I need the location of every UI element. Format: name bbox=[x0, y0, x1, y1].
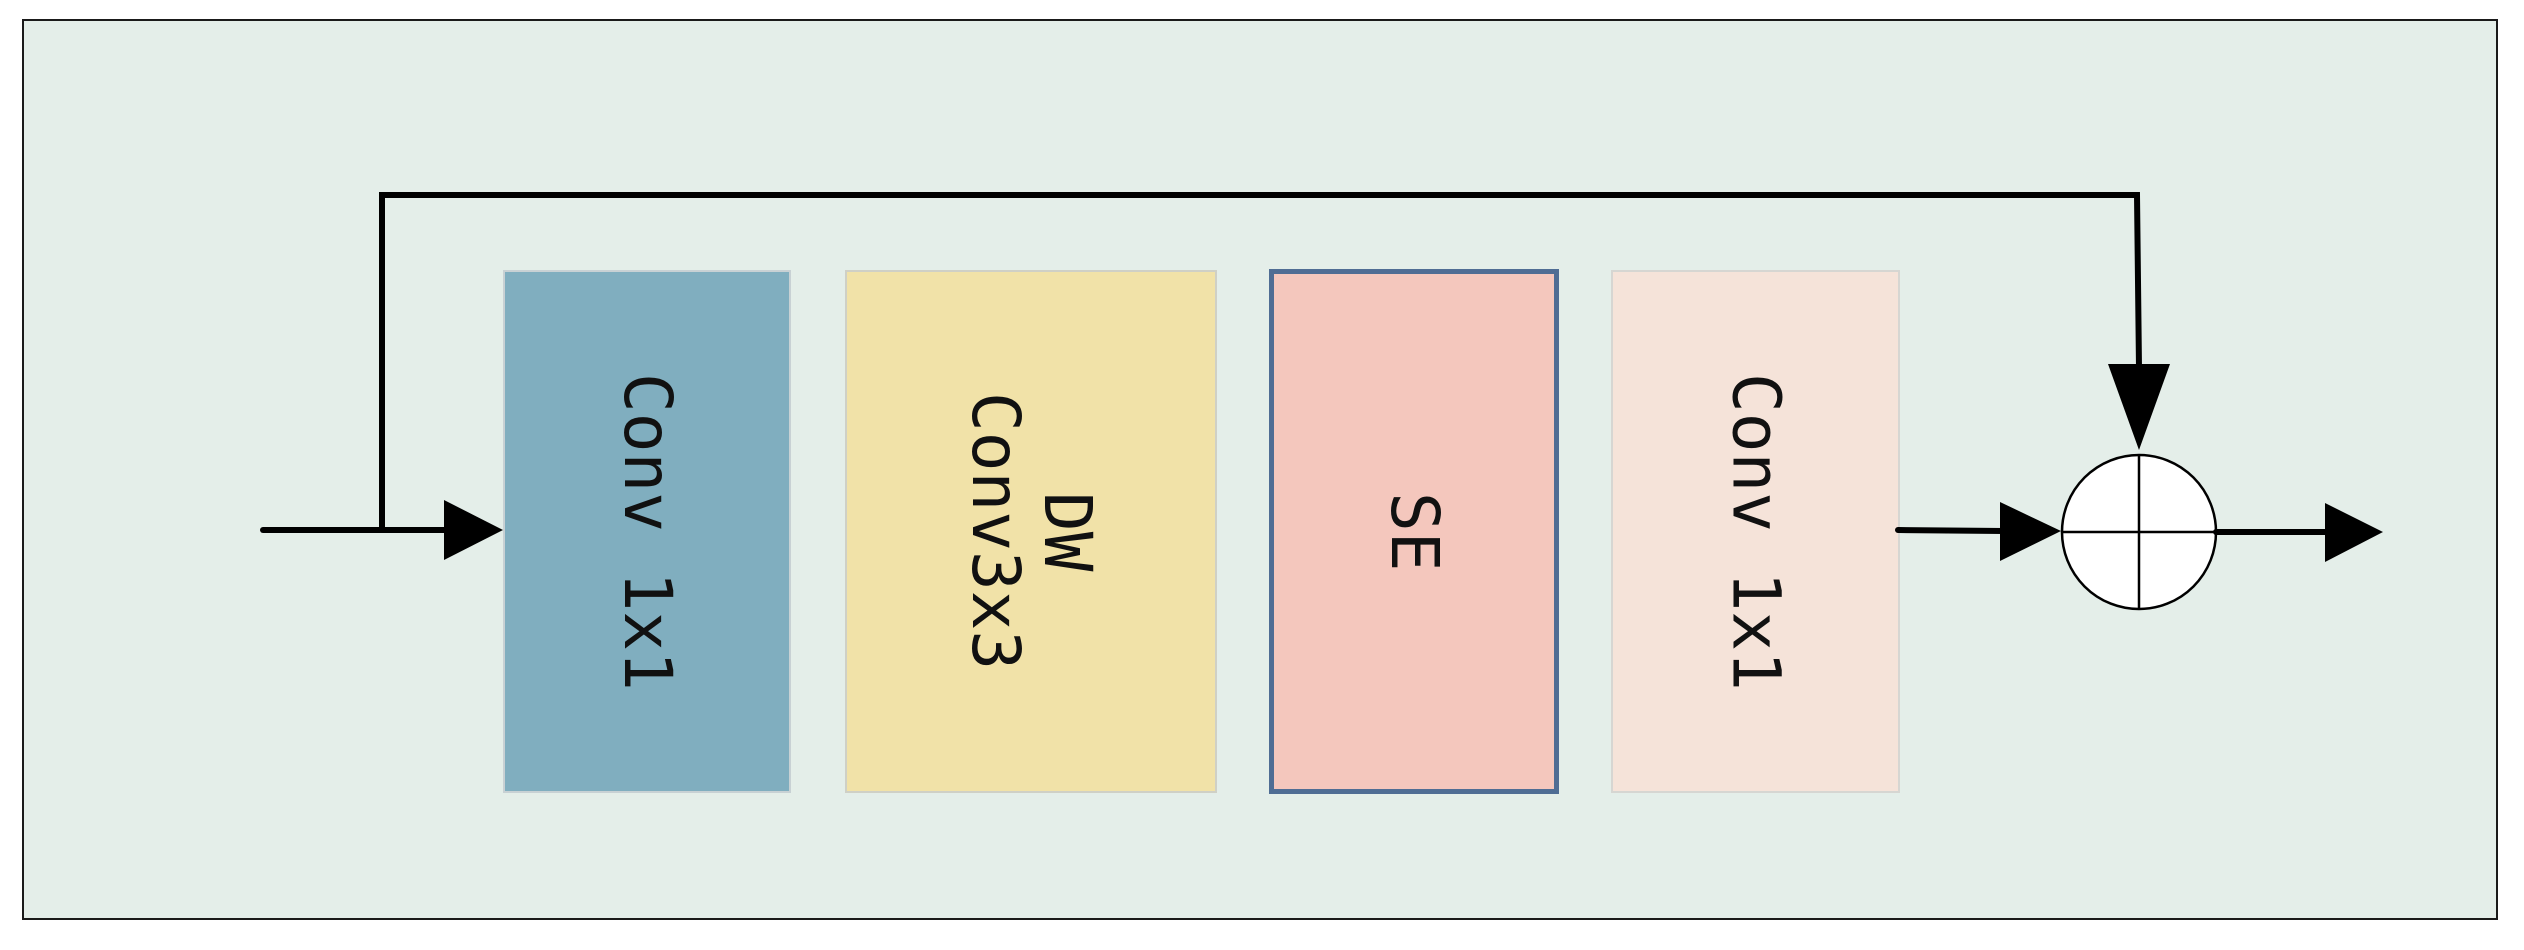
conv1x1-block-output-label: Conv 1x1 bbox=[1717, 372, 1795, 691]
conv1x1-block-input: Conv 1x1 bbox=[503, 270, 791, 793]
conv1x1-block-input-label: Conv 1x1 bbox=[609, 372, 686, 691]
output-arrowhead bbox=[2325, 503, 2383, 562]
dwconv3x3-block-label: DW Conv3x3 bbox=[957, 392, 1106, 671]
conv-to-adder-line bbox=[1895, 527, 2007, 534]
se-block-label: SE bbox=[1376, 491, 1453, 572]
dwconv3x3-block: DW Conv3x3 bbox=[845, 270, 1217, 793]
conv1x1-block-output: Conv 1x1 bbox=[1611, 270, 1900, 793]
conv-to-adder-arrowhead bbox=[2000, 502, 2061, 561]
skip-connection-line bbox=[379, 192, 2142, 530]
skip-arrowhead bbox=[2108, 364, 2170, 450]
se-block: SE bbox=[1269, 269, 1559, 794]
diagram-frame bbox=[22, 19, 2498, 920]
input-arrowhead bbox=[444, 500, 503, 560]
